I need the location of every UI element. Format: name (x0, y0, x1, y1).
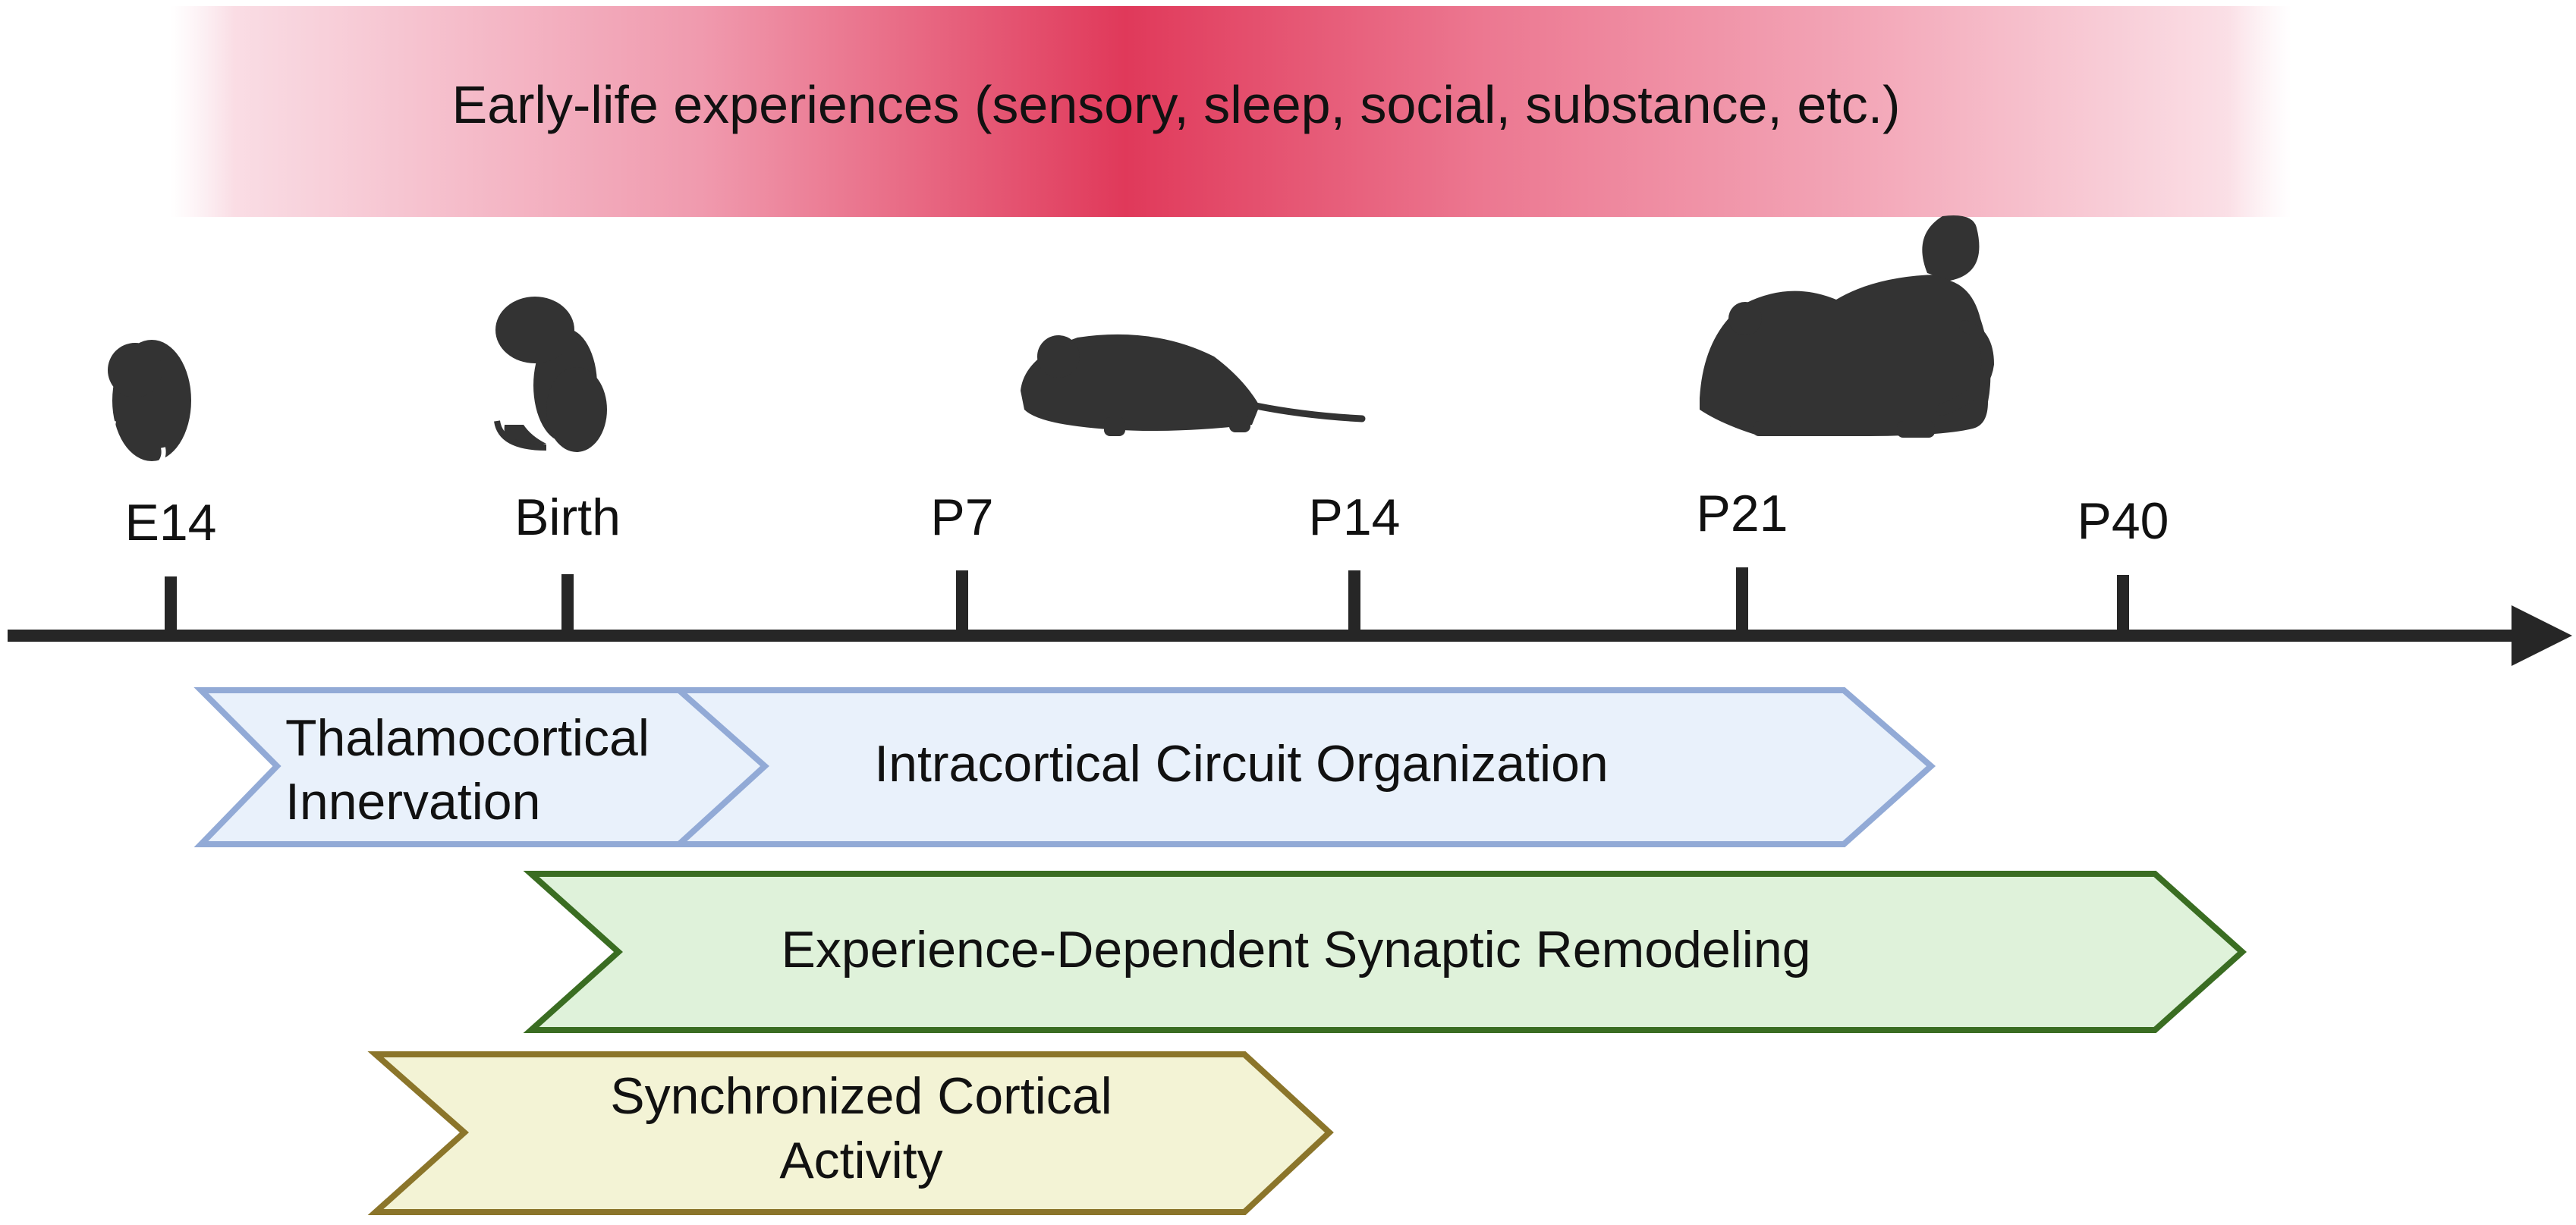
time-axis: E14 Birth P7 P14 P21 P40 (8, 485, 2572, 666)
tick-label-p21: P21 (1697, 485, 1788, 542)
synaptic-remodeling-label: Experience-Dependent Synaptic Remodeling (781, 921, 1810, 978)
banner-edge-fade (171, 6, 2291, 217)
banner-text: Early-life experiences (sensory, sleep, … (452, 75, 1901, 134)
phase-experience-dependent-synaptic-remodeling: Experience-Dependent Synaptic Remodeling (523, 871, 2247, 1033)
intracortical-arrow-shape (671, 687, 1936, 847)
newborn-pup-silhouette-icon (494, 297, 607, 452)
thalamocortical-labels: Thalamocortical Innervation (285, 709, 650, 831)
intracortical-label: Intracortical Circuit Organization (874, 735, 1608, 793)
tick-label-p14: P14 (1309, 488, 1401, 546)
time-axis-arrowhead (2512, 605, 2572, 666)
tick-label-birth: Birth (514, 488, 621, 546)
synchronized-activity-arrow-shape (367, 1051, 1334, 1215)
early-life-experiences-banner: Early-life experiences (sensory, sleep, … (171, 6, 2291, 217)
phase-intracortical-circuit-organization: Intracortical Circuit Organization (671, 687, 1936, 847)
thalamocortical-label-line2: Innervation (285, 773, 540, 831)
thalamocortical-label-line1: Thalamocortical (285, 709, 650, 767)
tick-label-p40: P40 (2077, 492, 2169, 550)
embryo-silhouette-icon (108, 340, 191, 475)
phase-synchronized-cortical-activity: Synchronized Cortical Activity (367, 1051, 1334, 1215)
juvenile-mouse-silhouette-icon (1021, 334, 1366, 436)
tick-label-e14: E14 (125, 494, 217, 551)
synchronized-activity-label-line2: Activity (779, 1132, 942, 1189)
adult-mouse-silhouette-icon (1700, 215, 1995, 438)
synaptic-remodeling-arrow-shape (523, 871, 2247, 1033)
synchronized-activity-label-line1: Synchronized Cortical (610, 1067, 1112, 1125)
tick-label-p7: P7 (930, 488, 993, 546)
